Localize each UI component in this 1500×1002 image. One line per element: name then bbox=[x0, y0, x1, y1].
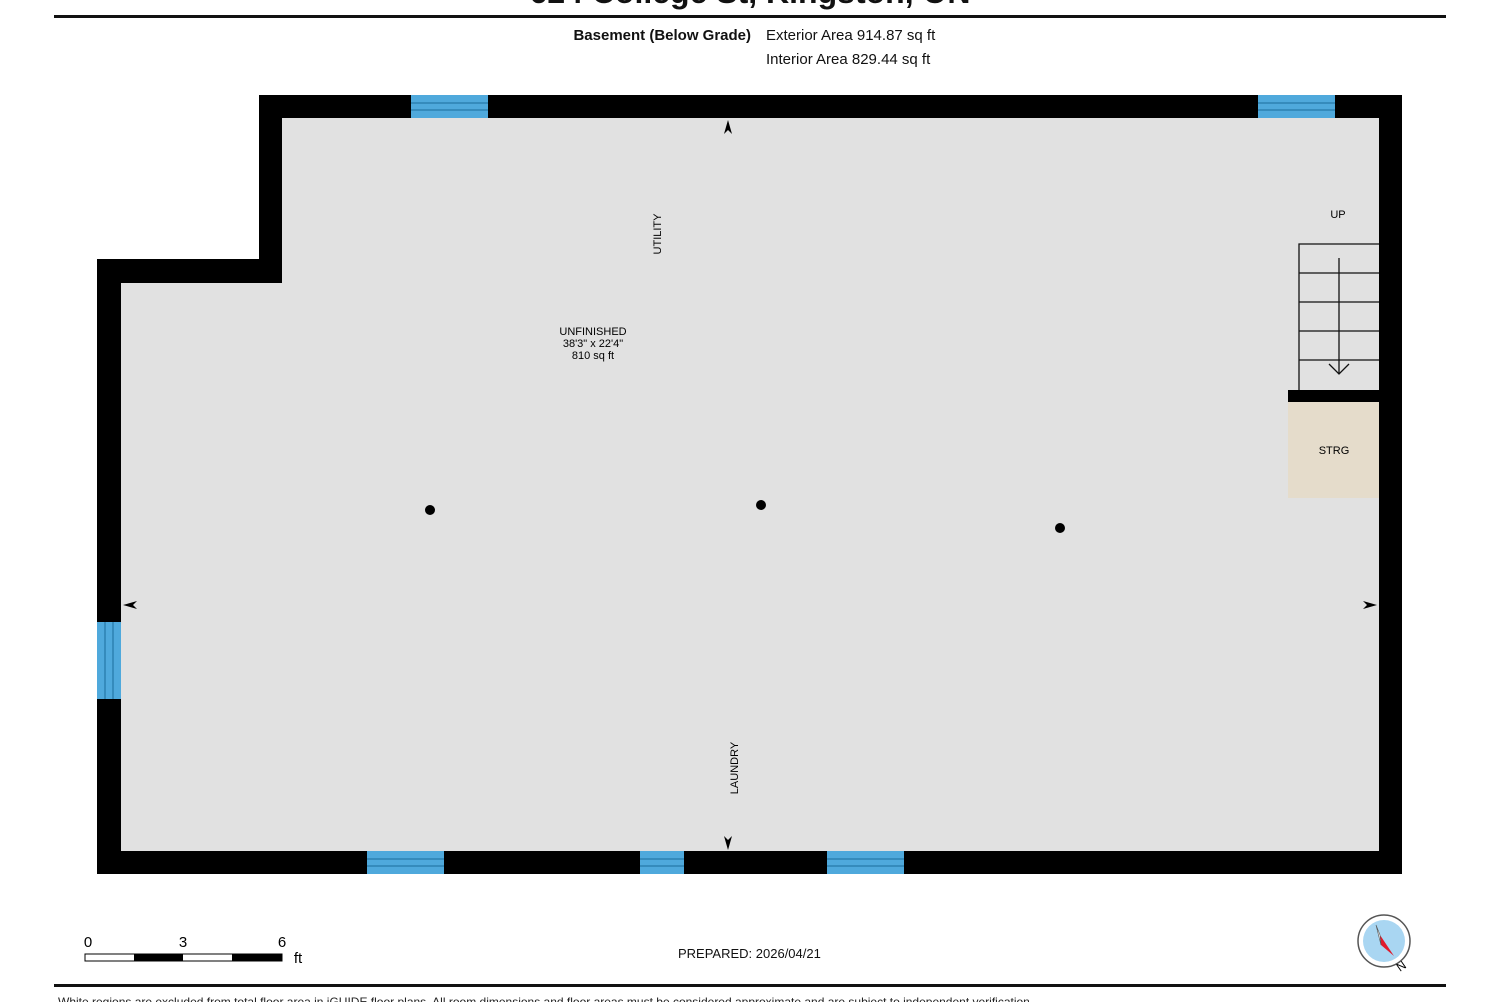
storage-room bbox=[1288, 402, 1379, 498]
dim-arrow-bottom bbox=[724, 836, 732, 850]
window-bottom-3 bbox=[827, 851, 904, 874]
window-left bbox=[97, 622, 121, 699]
window-bottom-2 bbox=[640, 851, 684, 874]
dim-arrow-top bbox=[724, 120, 732, 134]
window-bottom-1 bbox=[367, 851, 444, 874]
exterior-area: Exterior Area 914.87 sq ft bbox=[766, 27, 936, 44]
floor-name: Basement (Below Grade) bbox=[573, 27, 751, 44]
room-dims-unfinished: 38'3" x 22'4" bbox=[563, 338, 623, 350]
dim-arrow-left bbox=[123, 601, 137, 609]
scale-tick-6: 6 bbox=[278, 934, 286, 951]
scale-tick-0: 0 bbox=[84, 934, 92, 951]
label-stairs-up: UP bbox=[1330, 209, 1345, 221]
interior-area: Interior Area 829.44 sq ft bbox=[766, 51, 931, 68]
window-top-left bbox=[411, 95, 488, 118]
compass-north-label: N bbox=[1394, 958, 1409, 974]
floor-area bbox=[121, 118, 1379, 851]
post-1 bbox=[425, 505, 435, 515]
top-rule bbox=[54, 15, 1446, 18]
post-2 bbox=[756, 500, 766, 510]
scale-unit: ft bbox=[294, 950, 303, 967]
label-utility: UTILITY bbox=[652, 213, 664, 255]
scale-bar: 0 3 6 ft bbox=[84, 934, 303, 967]
window-top-right bbox=[1258, 95, 1335, 118]
compass-icon: N bbox=[1357, 914, 1411, 974]
bottom-rule bbox=[54, 984, 1446, 987]
room-name-unfinished: UNFINISHED bbox=[559, 326, 626, 338]
post-3 bbox=[1055, 523, 1065, 533]
prepared-date: PREPARED: 2026/04/21 bbox=[678, 946, 821, 961]
disclaimer: White regions are excluded from total fl… bbox=[58, 995, 1034, 1002]
room-area-unfinished: 810 sq ft bbox=[572, 350, 614, 362]
stairs bbox=[1298, 243, 1379, 390]
address-title: 624 College St, Kingston, ON bbox=[0, 0, 1500, 11]
label-storage: STRG bbox=[1319, 445, 1350, 457]
storage-wall bbox=[1288, 390, 1379, 402]
scale-tick-3: 3 bbox=[179, 934, 187, 951]
dim-arrow-right bbox=[1363, 601, 1377, 609]
label-laundry: LAUNDRY bbox=[729, 741, 741, 794]
